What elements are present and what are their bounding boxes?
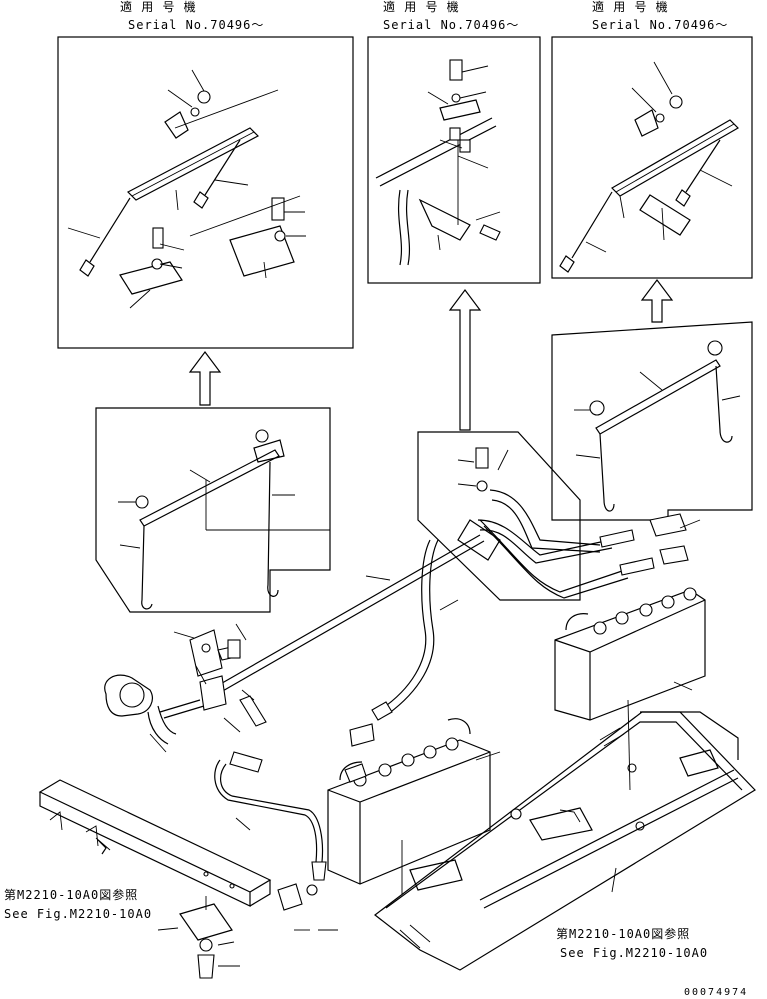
- header-right: 適 用 号 機 Serial No.70496～: [592, 0, 728, 32]
- starter-motor: [104, 674, 227, 753]
- serial-label-middle: Serial No.70496～: [383, 18, 519, 32]
- battery-tray: [374, 699, 756, 971]
- reference-right-en: See Fig.M2210-10A0: [560, 946, 708, 960]
- callout-center: [417, 431, 601, 601]
- callout-right: [551, 321, 753, 521]
- serial-label-right: Serial No.70496～: [592, 18, 728, 32]
- applicability-label-right: 適 用 号 機: [592, 0, 669, 14]
- detail-panel-middle: [367, 36, 541, 284]
- battery-front: [327, 718, 501, 885]
- arrow-right: [640, 279, 674, 323]
- bottom-bracket: [157, 883, 338, 979]
- battery-cables: [209, 519, 655, 881]
- reference-right-jp: 第M2210-10A0図参照: [556, 926, 690, 941]
- frame-beam-left: [38, 779, 272, 907]
- applicability-label-middle: 適 用 号 機: [383, 0, 460, 14]
- reference-left-en: See Fig.M2210-10A0: [4, 907, 152, 921]
- callout-left: [95, 407, 331, 613]
- drawing-number: 00074974: [684, 987, 748, 998]
- arrow-middle: [448, 289, 482, 431]
- reference-left: 第M2210-10A0図参照 See Fig.M2210-10A0: [4, 887, 152, 921]
- header-middle: 適 用 号 機 Serial No.70496～: [383, 0, 519, 32]
- applicability-label-left: 適 用 号 機: [120, 0, 197, 14]
- starter-fasteners: [173, 623, 267, 733]
- detail-panel-right: [551, 36, 753, 279]
- battery-rear: [554, 513, 706, 721]
- serial-label-left: Serial No.70496～: [128, 18, 264, 32]
- arrow-left: [188, 351, 222, 406]
- header-left: 適 用 号 機 Serial No.70496～: [120, 0, 264, 32]
- reference-right: 第M2210-10A0図参照 See Fig.M2210-10A0: [556, 926, 708, 960]
- reference-left-jp: 第M2210-10A0図参照: [4, 887, 138, 902]
- detail-panel-left: [57, 36, 354, 349]
